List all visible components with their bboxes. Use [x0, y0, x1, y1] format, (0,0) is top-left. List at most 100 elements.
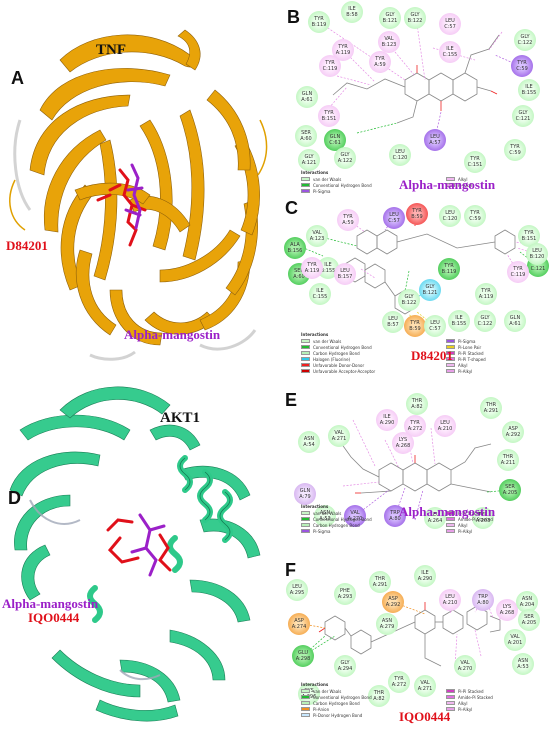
ligand-label-alpha-mangostin: Alpha-mangostin — [124, 327, 221, 342]
residue-node: ILE B:58 — [341, 1, 363, 23]
residue-node: ILE B:155 — [317, 257, 339, 279]
residue-node: THR A:82 — [406, 393, 428, 415]
residue-node: ASP A:292 — [502, 421, 524, 443]
protein-name: TNF — [96, 42, 126, 58]
residue-node: LYS A:268 — [392, 432, 414, 454]
residue-node: GLN C:61 — [324, 129, 346, 151]
panel-letter: F — [285, 560, 296, 580]
legend-item: van der Waals — [301, 510, 372, 516]
legend-title: Interactions — [301, 332, 329, 337]
legend: Interactions van der Waals Conventional … — [301, 504, 501, 544]
residue-node: SER A:60 — [295, 125, 317, 147]
legend-title: Interactions — [301, 504, 329, 509]
panel-d: D AKT1 Alpha-mangostin IQO0444 — [0, 370, 275, 737]
residue-node: TYR A:119 — [301, 257, 323, 279]
residue-node: TYR B:119 — [308, 11, 330, 33]
residue-node: GLN A:79 — [294, 483, 316, 505]
residue-node: ILE B:155 — [448, 310, 470, 332]
residue-node: VAL A:270 — [344, 505, 366, 527]
residue-node: TRP A:80 — [384, 505, 406, 527]
ligand-label-alpha-mangostin: Alpha-mangostin — [399, 504, 496, 519]
residue-node: TYR A:59 — [369, 51, 391, 73]
legend-item: van der Waals — [301, 688, 372, 694]
protein-name: AKT1 — [160, 410, 201, 426]
legend-title: Interactions — [301, 682, 329, 687]
panel-letter: D — [8, 488, 21, 508]
residue-node: VAL A:271 — [414, 675, 436, 697]
residue-node: ASP A:292 — [382, 591, 404, 613]
legend-item: Pi-Sigma — [301, 528, 372, 534]
residue-node: GLY B:122 — [398, 289, 420, 311]
legend-item: Pi-Donor Hydrogen Bond — [301, 712, 372, 718]
legend-item: Conventional Hydrogen Bond — [301, 516, 372, 522]
residue-node: TYR C:59 — [464, 205, 486, 227]
residue-node: TYR B:119 — [438, 258, 460, 280]
legend-item: Pi-Pi T-shaped — [446, 356, 486, 362]
residue-node: TYR A:272 — [388, 671, 410, 693]
residue-node: GLY C:122 — [514, 29, 536, 51]
residue-node: TYR C:59 — [504, 139, 526, 161]
residue-node: LEU A:295 — [286, 579, 308, 601]
legend-item: Pi-Pi Stacked — [446, 688, 493, 694]
legend-item: Unfavorable Acceptor-Acceptor — [301, 368, 375, 374]
residue-node: LEU A:210 — [434, 415, 456, 437]
legend-item: Pi-Alkyl — [446, 528, 493, 534]
legend-item: Alkyl — [446, 362, 486, 368]
residue-node: LEU C:57 — [439, 13, 461, 35]
legend-item: van der Waals — [301, 338, 375, 344]
residue-node: GLY C:121 — [512, 105, 534, 127]
legend-item: Amide-Pi Stacked — [446, 694, 493, 700]
residue-node: ASN A:204 — [516, 591, 538, 613]
residue-node: TYR C:59 — [511, 55, 533, 77]
legend-item: Pi-Pi Stacked — [446, 510, 493, 516]
residue-node: GLN A:61 — [296, 86, 318, 108]
legend-title: Interactions — [301, 170, 329, 175]
tnf-ribbon-structure — [9, 29, 268, 361]
residue-node: GLY A:122 — [334, 147, 356, 169]
residue-node: ILE A:290 — [376, 409, 398, 431]
residue-node: ILE A:290 — [414, 565, 436, 587]
legend-item: Pi-Lone Pair — [446, 344, 486, 350]
residue-node: TYR A:263 — [472, 507, 494, 529]
residue-node: LEU B:120 — [526, 243, 548, 265]
residue-node: ASN A:53 — [314, 505, 336, 527]
residue-node: LEU C:120 — [439, 205, 461, 227]
residue-node: LEU B:157 — [334, 263, 356, 285]
residue-node: VAL A:271 — [328, 425, 350, 447]
legend: Interactions van der Waals Conventional … — [301, 170, 501, 196]
residue-node: VAL B:123 — [378, 31, 400, 53]
legend-item: Halogen (Fluorine) — [301, 356, 375, 362]
panel-letter: A — [11, 68, 24, 88]
residue-node: LEU A:210 — [439, 589, 461, 611]
residue-node: ILE C:155 — [309, 283, 331, 305]
residue-node: TYR B:59 — [404, 315, 426, 337]
legend-item: Conventional Hydrogen Bond — [301, 344, 375, 350]
ligand-label-iqo0444: IQO0444 — [28, 610, 80, 625]
residue-node: SER A:205 — [518, 609, 540, 631]
residue-node: THR A:291 — [480, 397, 502, 419]
ligand-label-d84201: D84201 — [411, 348, 453, 363]
legend-item: Pi-Alkyl — [446, 368, 486, 374]
residue-node: THR A:82 — [368, 685, 390, 707]
residue-node: TYR C:151 — [464, 151, 486, 173]
residue-node: LEU B:57 — [382, 311, 404, 333]
legend-item: Pi-Sigma — [301, 188, 372, 194]
ligand-label-d84201: D84201 — [6, 238, 48, 253]
residue-node: LYS A:268 — [496, 599, 518, 621]
residue-node: ASN A:279 — [376, 613, 398, 635]
residue-node: GLY A:121 — [298, 149, 320, 171]
residue-node: TYR A:272 — [404, 415, 426, 437]
legend-item: Carbon Hydrogen Bond — [301, 350, 375, 356]
panel-letter: C — [285, 198, 298, 218]
legend-item: Pi-Alkyl — [446, 706, 493, 712]
residue-node: TYR A:59 — [337, 209, 359, 231]
residue-node: GLY B:121 — [419, 279, 441, 301]
panel-letter: E — [285, 390, 298, 410]
residue-node: TYR C:119 — [319, 55, 341, 77]
panel-a: A TNF D84201 Alpha-mangostin — [0, 0, 275, 370]
residue-node: ILE C:155 — [439, 41, 461, 63]
